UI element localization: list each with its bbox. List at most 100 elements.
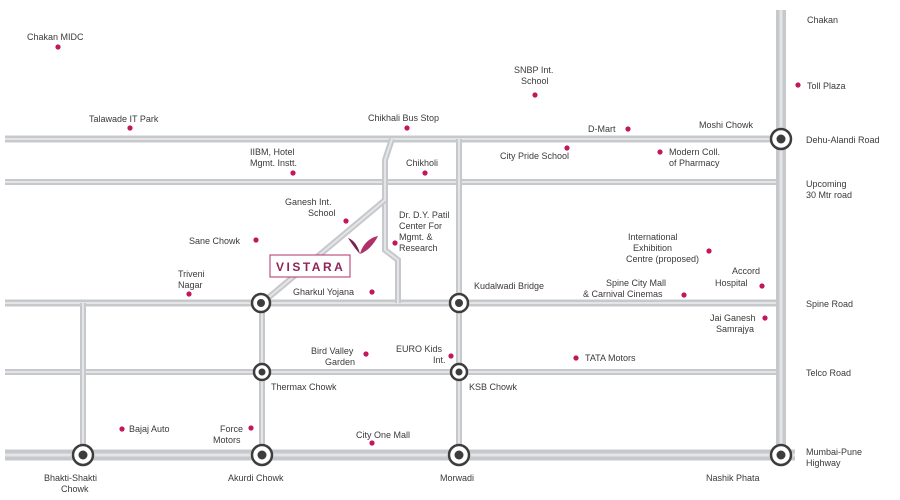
label-dy-patil-1: Dr. D.Y. Patil — [399, 210, 449, 220]
label-jai-ganesh-1: Jai Ganesh — [710, 313, 756, 323]
label-toll-plaza: Toll Plaza — [807, 81, 846, 91]
label-dy-patil-2: Center For — [399, 221, 442, 231]
label-city-one-mall: City One Mall — [356, 430, 410, 440]
marker-dy-patil — [392, 240, 398, 246]
road-chikhali-link — [382, 138, 401, 303]
label-chakan: Chakan — [807, 15, 838, 25]
label-ganesh-1: Ganesh Int. — [285, 197, 332, 207]
marker-talawade-it-park — [127, 125, 133, 131]
label-chakan-midc: Chakan MIDC — [27, 32, 84, 42]
marker-iibm — [290, 170, 296, 176]
label-force-2: Motors — [213, 435, 241, 445]
junction-akurdi-chowk — [250, 443, 274, 467]
marker-chikhali-bus-stop — [404, 125, 410, 131]
brand-name: VISTARA — [276, 260, 345, 274]
junction-ksb-chowk — [449, 362, 469, 382]
brand-box — [269, 254, 351, 278]
label-jai-ganesh-2: Samrajya — [716, 324, 754, 334]
marker-sane-chowk — [253, 237, 259, 243]
label-snbp-1: SNBP Int. — [514, 65, 553, 75]
project-marker-vistara[interactable]: VISTARA — [269, 236, 378, 278]
label-force-1: Force — [220, 424, 243, 434]
label-city-pride-school: City Pride School — [500, 151, 569, 161]
marker-d-mart — [625, 126, 631, 132]
junction-moshi-chowk — [769, 127, 793, 151]
label-nashik-phata: Nashik Phata — [706, 473, 760, 483]
label-d-mart: D-Mart — [588, 124, 616, 134]
label-chikhali-bus-stop: Chikhali Bus Stop — [368, 113, 439, 123]
label-upcoming-1: Upcoming — [806, 179, 847, 189]
marker-toll-plaza — [795, 82, 801, 88]
label-mumbai-pune-1: Mumbai-Pune — [806, 447, 862, 457]
marker-jai-ganesh — [762, 315, 768, 321]
marker-chikholi — [422, 170, 428, 176]
label-bhakti-shakti-2: Chowk — [61, 484, 89, 494]
label-morwadi: Morwadi — [440, 473, 474, 483]
marker-force-motors — [248, 425, 254, 431]
landmark-markers — [55, 44, 801, 446]
marker-tata-motors — [573, 355, 579, 361]
junction-bhakti-shakti — [71, 443, 95, 467]
label-bhakti-shakti-1: Bhakti-Shakti — [44, 473, 97, 483]
label-moshi-chowk: Moshi Chowk — [699, 120, 754, 130]
label-accord-2: Hospital — [715, 278, 748, 288]
label-iibm-1: IIBM, Hotel — [250, 147, 295, 157]
marker-city-one-mall — [369, 440, 375, 446]
junction-morwadi — [447, 443, 471, 467]
label-dy-patil-3: Mgmt. & — [399, 232, 433, 242]
label-iibm-2: Mgmt. Instt. — [250, 158, 297, 168]
label-sane-chowk: Sane Chowk — [189, 236, 241, 246]
label-exhibition-3: Centre (proposed) — [626, 254, 699, 264]
vistara-leaf-icon — [348, 236, 378, 254]
label-bird-valley-1: Bird Valley — [311, 346, 354, 356]
label-ganesh-2: School — [308, 208, 336, 218]
label-exhibition-1: International — [628, 232, 678, 242]
junction-sane-spine — [250, 292, 272, 314]
marker-ganesh-school — [343, 218, 349, 224]
label-spine-road: Spine Road — [806, 299, 853, 309]
label-talawade: Talawade IT Park — [89, 114, 159, 124]
junction-kudalwadi-bridge — [448, 292, 470, 314]
label-thermax-chowk: Thermax Chowk — [271, 382, 337, 392]
label-triveni-2: Nagar — [178, 280, 203, 290]
map-labels: Chakan MIDC SNBP Int. School Chakan Toll… — [27, 15, 880, 494]
label-triveni-1: Triveni — [178, 269, 205, 279]
marker-accord-hospital — [759, 283, 765, 289]
marker-triveni-nagar — [186, 291, 192, 297]
label-kudalwadi-bridge: Kudalwadi Bridge — [474, 281, 544, 291]
label-akurdi-chowk: Akurdi Chowk — [228, 473, 284, 483]
label-bajaj-auto: Bajaj Auto — [129, 424, 170, 434]
label-mumbai-pune-2: Highway — [806, 458, 841, 468]
label-exhibition-2: Exhibition — [633, 243, 672, 253]
label-dehu-alandi-road: Dehu-Alandi Road — [806, 135, 880, 145]
label-euro-kids-2: Int. — [433, 355, 446, 365]
marker-chakan-midc — [55, 44, 61, 50]
marker-city-pride-school — [564, 145, 570, 151]
label-snbp-2: School — [521, 76, 549, 86]
label-euro-kids-1: EURO Kids — [396, 344, 443, 354]
marker-gharkul-yojana — [369, 289, 375, 295]
marker-spine-city-mall — [681, 292, 687, 298]
marker-snbp-school — [532, 92, 538, 98]
label-spine-city-1: Spine City Mall — [606, 278, 666, 288]
marker-bird-valley — [363, 351, 369, 357]
label-bird-valley-2: Garden — [325, 357, 355, 367]
label-dy-patil-4: Research — [399, 243, 438, 253]
label-modern-coll-2: of Pharmacy — [669, 158, 720, 168]
marker-exhibition-centre — [706, 248, 712, 254]
junction-thermax-chowk — [252, 362, 272, 382]
marker-modern-college — [657, 149, 663, 155]
label-upcoming-2: 30 Mtr road — [806, 190, 852, 200]
label-gharkul: Gharkul Yojana — [293, 287, 354, 297]
label-telco-road: Telco Road — [806, 368, 851, 378]
marker-euro-kids — [448, 353, 454, 359]
label-ksb-chowk: KSB Chowk — [469, 382, 518, 392]
marker-bajaj-auto — [119, 426, 125, 432]
junction-markers — [71, 127, 793, 467]
label-spine-city-2: & Carnival Cinemas — [583, 289, 663, 299]
label-tata-motors: TATA Motors — [585, 353, 636, 363]
label-modern-coll-1: Modern Coll. — [669, 147, 720, 157]
junction-nashik-phata — [769, 443, 793, 467]
